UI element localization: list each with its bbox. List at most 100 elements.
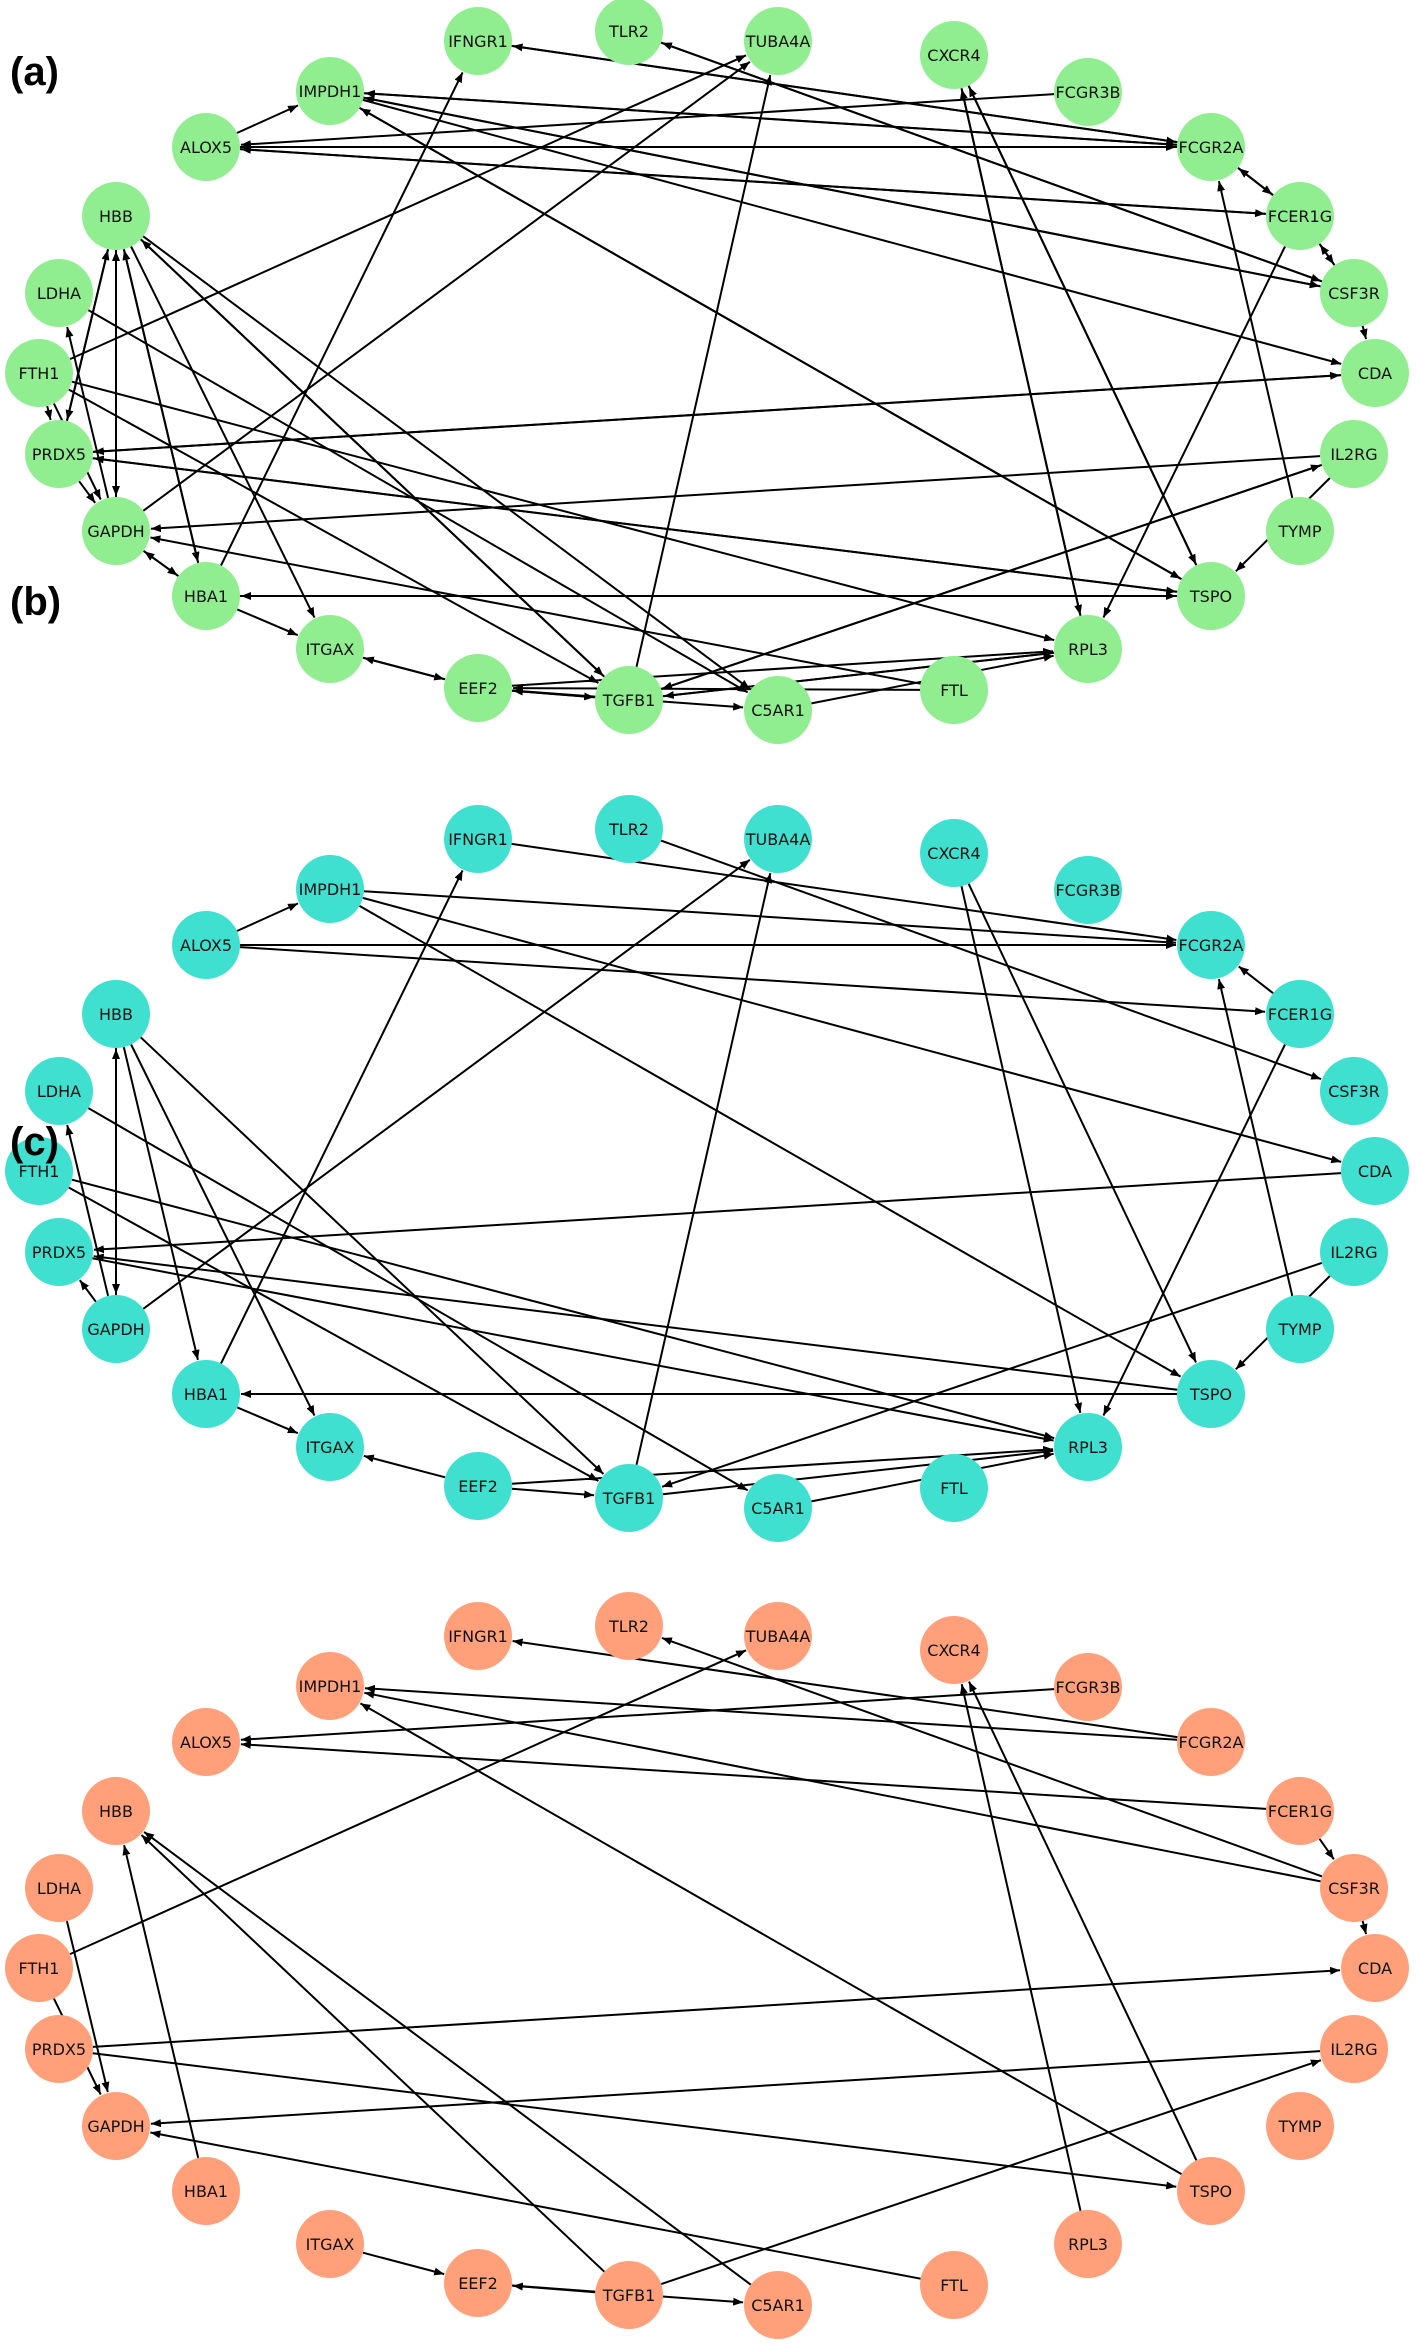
node-circle [1177, 911, 1245, 979]
node-label: C5AR1 [751, 2296, 805, 2315]
node-circle [1177, 1360, 1245, 1428]
node-circle [1177, 113, 1245, 181]
node-circle [1266, 1777, 1334, 1845]
node-circle [744, 1474, 812, 1542]
node-label: HBA1 [184, 587, 228, 606]
node-circle [1054, 1653, 1122, 1721]
node-label: CSF3R [1328, 1082, 1380, 1101]
edge-ldha-to-gapdh [65, 1920, 110, 2093]
edge-csf3r-to-fcer1g [1319, 244, 1336, 266]
node-label: C5AR1 [751, 701, 805, 720]
node-ftl: FTL [920, 2251, 988, 2319]
node-label: FTH1 [19, 1959, 60, 1978]
node-label: TUBA4A [745, 830, 811, 849]
node-label: PRDX5 [32, 1243, 86, 1262]
edge-itgax-to-eef2 [362, 656, 445, 681]
node-label: CSF3R [1328, 284, 1380, 303]
node-itgax: ITGAX [296, 615, 364, 683]
node-circle [920, 1616, 988, 1684]
edge-fcgr3b-to-alox5 [240, 93, 1055, 149]
node-tlr2: TLR2 [595, 795, 663, 863]
edge-tspo-to-prdx5 [93, 455, 1178, 593]
node-circle [296, 1413, 364, 1481]
node-label: PRDX5 [32, 2040, 86, 2059]
node-label: FTL [940, 1479, 968, 1498]
edge-tymp-to-fcgr2a [1217, 978, 1294, 1297]
node-tuba4a: TUBA4A [744, 7, 812, 75]
edge-tgfb1-to-tuba4a [635, 872, 772, 1466]
node-fcer1g: FCER1G [1266, 980, 1334, 1048]
node-circle [444, 1452, 512, 1520]
node-ftl: FTL [920, 656, 988, 724]
edge-hbb-to-itgax [130, 1044, 316, 1417]
node-circle [82, 182, 150, 250]
node-label: IFNGR1 [448, 830, 508, 849]
edge-fcer1g-to-rpl3 [1102, 1044, 1286, 1417]
node-impdh1: IMPDH1 [296, 57, 364, 125]
node-circle [744, 805, 812, 873]
node-circle [920, 819, 988, 887]
edge-tgfb1-to-rpl3 [662, 1448, 1054, 1496]
node-label: FCGR3B [1055, 83, 1120, 102]
edge-tymp-to-fcgr2a [1217, 180, 1294, 499]
node-label: ITGAX [306, 2235, 355, 2254]
node-circle [1320, 1854, 1388, 1922]
node-label: FTH1 [19, 364, 60, 383]
edge-hbb-to-hba1 [122, 1046, 200, 1361]
node-hbb: HBB [82, 980, 150, 1048]
node-il2rg: IL2RG [1320, 2015, 1388, 2083]
node-fcgr2a: FCGR2A [1177, 1708, 1245, 1776]
node-impdh1: IMPDH1 [296, 1652, 364, 1720]
node-label: CXCR4 [927, 844, 980, 863]
node-label: ITGAX [306, 1438, 355, 1457]
edge-prdx5-to-gapdh [78, 480, 97, 504]
node-gapdh: GAPDH [82, 1295, 150, 1363]
node-label: IL2RG [1330, 1243, 1377, 1262]
node-label: FCGR2A [1178, 936, 1243, 955]
edge-fcer1g-to-alox5 [240, 145, 1267, 215]
node-label: TLR2 [608, 820, 649, 839]
node-circle [25, 420, 93, 488]
edge-gapdh-to-tuba4a [142, 858, 751, 1310]
edge-tgfb1-to-hbb [140, 239, 605, 678]
node-label: ITGAX [306, 640, 355, 659]
node-circle [1177, 1708, 1245, 1776]
edge-tspo-to-impdh1 [359, 1702, 1182, 2175]
node-label: LDHA [37, 1082, 81, 1101]
node-ifngr1: IFNGR1 [444, 7, 512, 75]
edge-alox5-to-impdh1 [236, 104, 299, 134]
node-circle [595, 795, 663, 863]
node-il2rg: IL2RG [1320, 1218, 1388, 1286]
node-circle [920, 1454, 988, 1522]
node-circle [1266, 980, 1334, 1048]
node-eef2: EEF2 [444, 1452, 512, 1520]
node-label: IFNGR1 [448, 1627, 508, 1646]
node-circle [296, 57, 364, 125]
edge-gapdh-to-ldha [65, 1124, 110, 1297]
edge-hbb-to-prdx5 [65, 248, 110, 421]
node-label: TYMP [1278, 2117, 1322, 2136]
node-circle [172, 1360, 240, 1428]
edge-il2rg-to-gapdh [150, 455, 1321, 533]
node-circle [1054, 856, 1122, 924]
node-tlr2: TLR2 [595, 1592, 663, 1660]
node-circle [920, 2251, 988, 2319]
node-label: EEF2 [458, 679, 498, 698]
node-fcgr2a: FCGR2A [1177, 911, 1245, 979]
node-label: CSF3R [1328, 1879, 1380, 1898]
edge-prdx5-to-cda [92, 1966, 1341, 2048]
node-circle [444, 7, 512, 75]
node-circle [1177, 2157, 1245, 2225]
node-circle [25, 1057, 93, 1125]
node-label: TUBA4A [745, 32, 811, 51]
node-fcgr3b: FCGR3B [1054, 856, 1122, 924]
node-circle [920, 656, 988, 724]
node-circle [296, 1652, 364, 1720]
node-circle [744, 676, 812, 744]
node-eef2: EEF2 [444, 654, 512, 722]
node-label: TLR2 [608, 1617, 649, 1636]
node-circle [1054, 58, 1122, 126]
